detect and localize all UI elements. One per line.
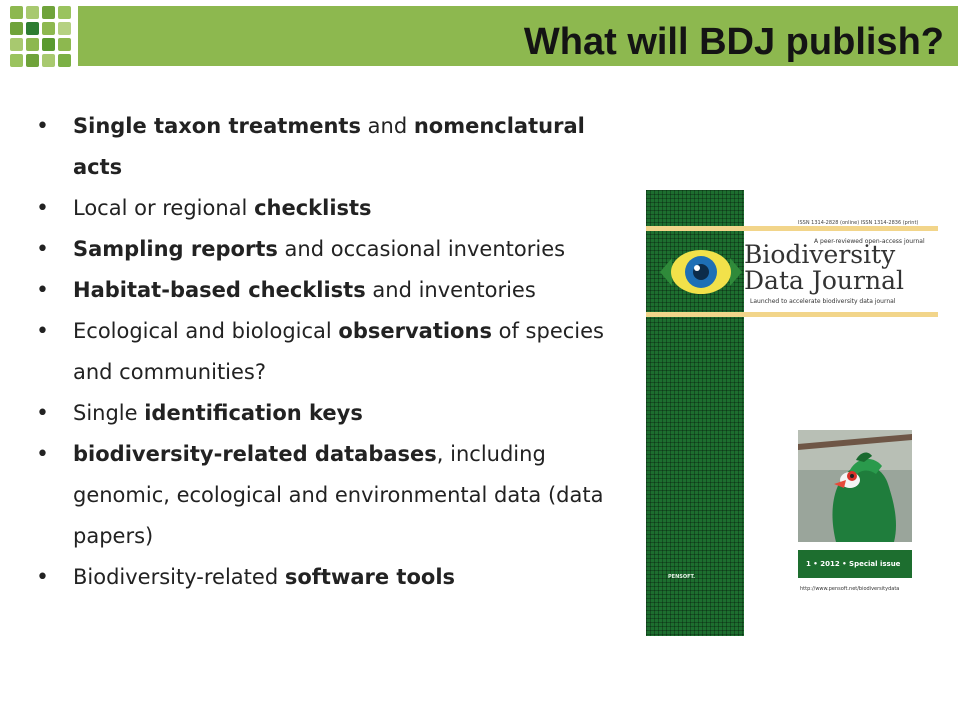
bullet-text: Single <box>73 401 145 425</box>
logo-square <box>10 54 23 67</box>
cover-issn: ISSN 1314-2828 (online) ISSN 1314-2836 (… <box>798 220 919 226</box>
bullet-item: Single identification keys <box>36 393 626 434</box>
logo-square <box>10 38 23 51</box>
turaco-bird-photo <box>798 430 912 542</box>
bullet-text: , including genomic, ecological and envi… <box>73 442 604 548</box>
cover-url: http://www.pensoft.net/biodiversitydata <box>800 586 900 592</box>
bullet-item: Local or regional checklists <box>36 188 626 229</box>
bullet-bold-text: checklists <box>254 196 372 220</box>
bullet-item: Single taxon treatments and nomenclatura… <box>36 106 626 188</box>
eye-logo-icon <box>660 250 742 294</box>
logo-square <box>26 54 39 67</box>
bullet-item: biodiversity-related databases, includin… <box>36 434 626 557</box>
bullet-text: Ecological and biological <box>73 319 339 343</box>
bullet-bold-text: Habitat-based checklists <box>73 278 366 302</box>
logo-square <box>26 38 39 51</box>
logo-square <box>10 6 23 19</box>
logo-square <box>42 6 55 19</box>
cover-band <box>646 312 938 317</box>
slide-title: What will BDJ publish? <box>523 21 944 63</box>
bullet-text: of species and communities? <box>73 319 604 384</box>
journal-cover: ISSN 1314-2828 (online) ISSN 1314-2836 (… <box>646 190 938 636</box>
cover-publisher-logo: PENSOFT. <box>668 574 696 580</box>
cover-tagline: A peer-reviewed open-access journal <box>814 238 925 245</box>
bullet-bold-text: biodiversity-related databases <box>73 442 437 466</box>
bullet-bold-text: Sampling reports <box>73 237 278 261</box>
title-bar: What will BDJ publish? <box>78 6 958 66</box>
green-square-grid-logo-icon <box>10 6 74 67</box>
cover-name-line2: Data Journal <box>744 266 904 295</box>
cover-journal-name: Biodiversity Data Journal <box>744 242 904 294</box>
logo-square <box>26 22 39 35</box>
bullet-item: Habitat-based checklists and inventories <box>36 270 626 311</box>
logo-square <box>42 22 55 35</box>
bullet-bold-text: nomenclatural acts <box>73 114 585 179</box>
bullet-list: Single taxon treatments and nomenclatura… <box>36 106 626 598</box>
logo-square <box>58 22 71 35</box>
bullet-item: Sampling reports and occasional inventor… <box>36 229 626 270</box>
logo-square <box>42 38 55 51</box>
bullet-text: and <box>360 114 414 138</box>
logo-square <box>58 6 71 19</box>
logo-square <box>58 54 71 67</box>
bullet-item: Biodiversity-related software tools <box>36 557 626 598</box>
bullet-bold-text: Single taxon treatments <box>73 114 361 138</box>
cover-name-line1: Biodiversity <box>744 240 896 269</box>
cover-band <box>646 226 938 231</box>
logo-square <box>42 54 55 67</box>
bullet-bold-text: software tools <box>284 565 456 589</box>
bullet-text: and occasional inventories <box>277 237 566 261</box>
bullet-text: Biodiversity-related <box>73 565 285 589</box>
logo-square <box>58 38 71 51</box>
cover-issue-label: 1 • 2012 • Special issue <box>798 550 912 578</box>
cover-subtitle: Launched to accelerate biodiversity data… <box>750 298 896 305</box>
logo-square <box>10 22 23 35</box>
bullet-bold-text: identification keys <box>144 401 363 425</box>
bullet-bold-text: observations <box>338 319 492 343</box>
bullet-text: Local or regional <box>73 196 255 220</box>
bullet-text: and inventories <box>365 278 536 302</box>
bullet-item: Ecological and biological observations o… <box>36 311 626 393</box>
slide-header: What will BDJ publish? <box>0 0 960 72</box>
logo-square <box>26 6 39 19</box>
